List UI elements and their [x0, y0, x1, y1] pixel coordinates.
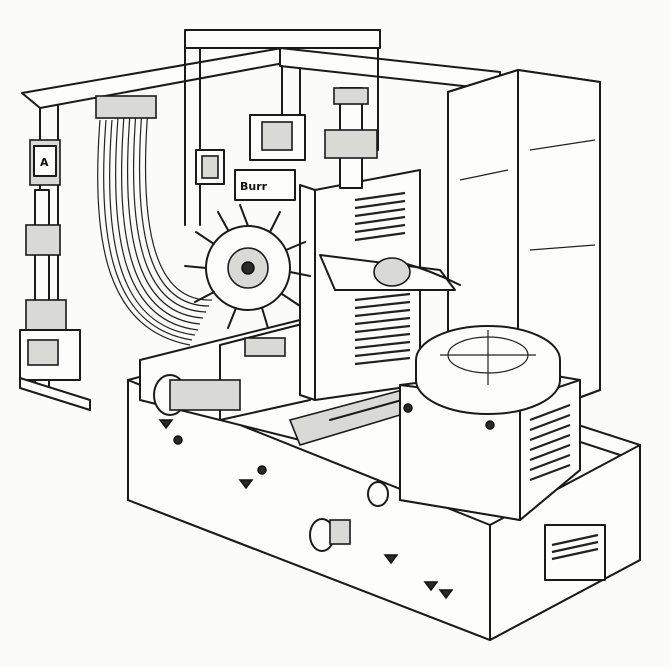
column-ribs: [354, 191, 411, 366]
maker-plate-text: Burr: [240, 180, 268, 193]
rotary-table: [399, 325, 581, 521]
turret-spindles: [184, 204, 311, 329]
turret-drill-head: [184, 149, 311, 329]
pedestal-ribs: [529, 403, 571, 482]
svg-text:A: A: [40, 156, 49, 169]
vertical-column: Burr: [234, 87, 461, 401]
cable-bundle: [95, 95, 213, 346]
left-slide-column: A: [19, 139, 91, 411]
